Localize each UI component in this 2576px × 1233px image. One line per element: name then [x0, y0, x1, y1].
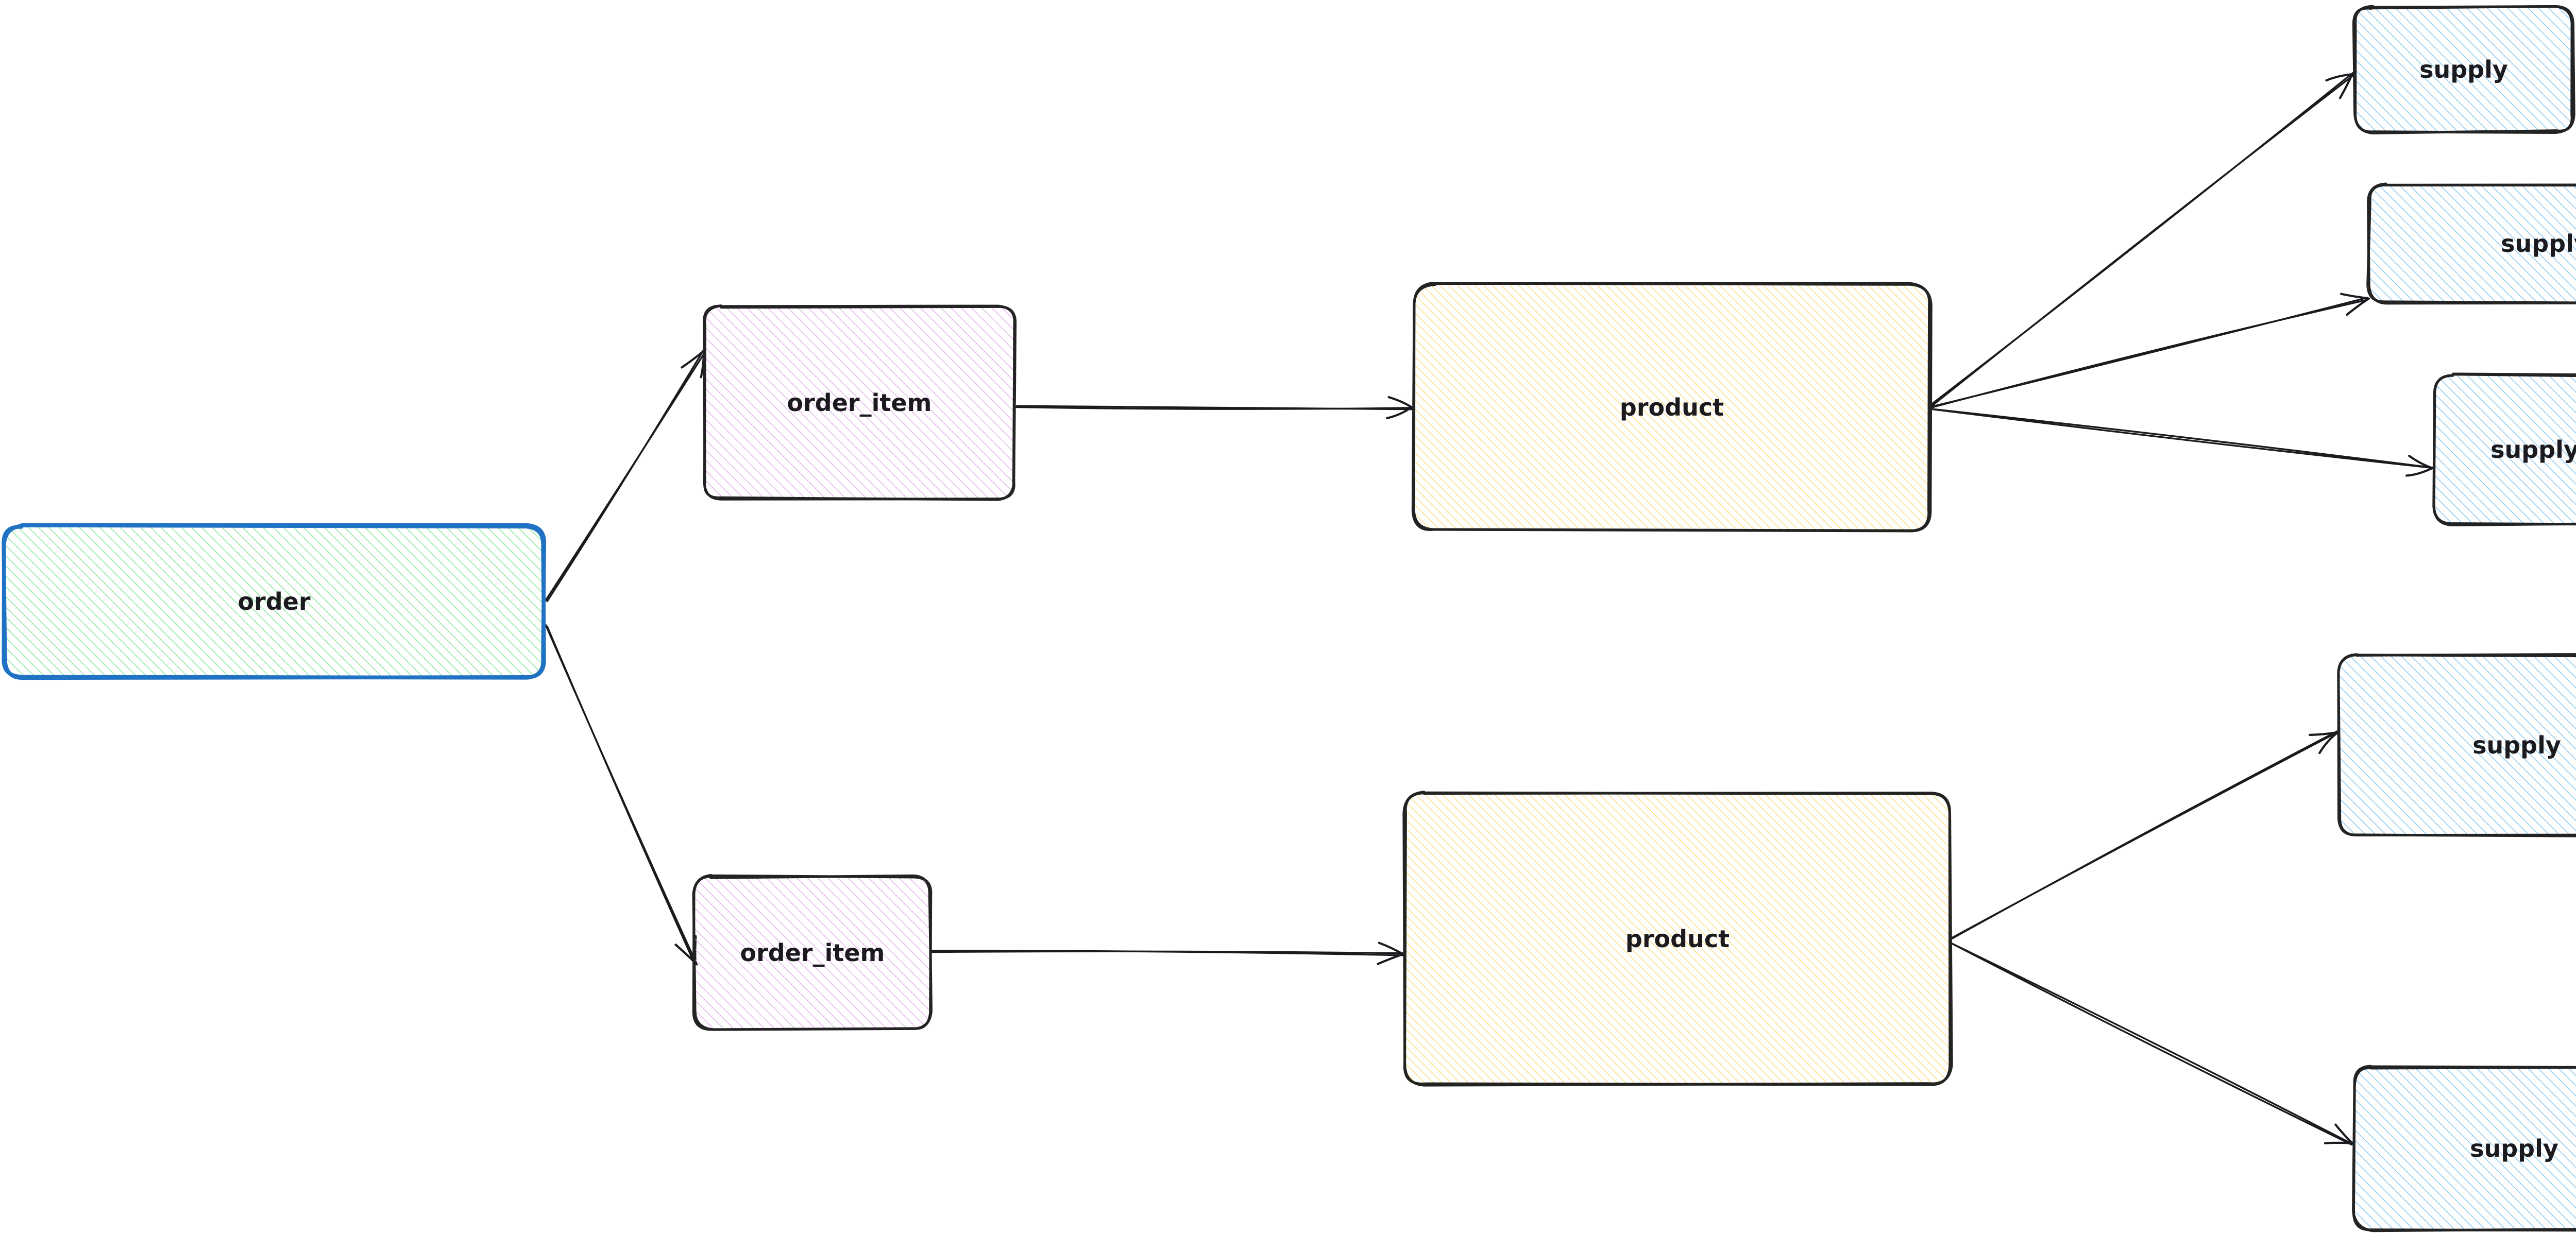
edge-order_item_1-to-product_1: [1015, 396, 1414, 419]
node-fill: [4, 525, 545, 676]
node-border: [2337, 653, 2576, 837]
edge-order-to-order_item_1: [545, 349, 706, 603]
node-fill: [2368, 184, 2576, 303]
node-border: [2367, 182, 2576, 305]
node-label-order_item_2: order_item: [740, 939, 885, 967]
node-order[interactable]: order: [2, 523, 546, 680]
node-fill: [1413, 283, 1930, 532]
node-supply_4[interactable]: supply: [2337, 653, 2576, 837]
node-supply_3[interactable]: supply: [2432, 372, 2576, 526]
node-fill: [695, 876, 931, 1030]
edge-order_item_2-to-product_2: [929, 941, 1405, 965]
node-fill: [2338, 654, 2576, 836]
node-product_1[interactable]: product: [1411, 282, 1933, 533]
node-border: [692, 874, 933, 1031]
node-border: [2432, 372, 2576, 526]
node-fill: [2353, 7, 2573, 133]
edge-product_1-to-supply_3: [1928, 408, 2434, 477]
edge-order-to-order_item_2: [545, 624, 698, 966]
edge-product_1-to-supply_2: [1928, 293, 2370, 409]
node-label-supply_4: supply: [2472, 731, 2561, 759]
node-label-order: order: [238, 588, 310, 615]
node-border: [2352, 5, 2575, 134]
node-label-product_2: product: [1625, 925, 1730, 953]
node-fill: [703, 306, 1015, 500]
edge-product_1-to-supply_1: [1928, 72, 2354, 409]
node-label-supply_3: supply: [2490, 436, 2576, 464]
node-border: [2352, 1065, 2576, 1232]
node-supply_1[interactable]: supply: [2352, 5, 2575, 134]
node-order_item_1[interactable]: order_item: [703, 304, 1017, 501]
node-label-supply_2: supply: [2501, 230, 2576, 258]
node-supply_2[interactable]: supply: [2366, 182, 2576, 305]
node-border: [703, 304, 1016, 501]
node-fill: [2353, 1066, 2576, 1230]
node-label-supply_1: supply: [2419, 56, 2508, 83]
edge-product_2-to-supply_4: [1949, 730, 2338, 940]
node-order_item_2[interactable]: order_item: [692, 874, 933, 1031]
node-border: [2, 523, 546, 680]
node-fill: [2434, 374, 2576, 524]
node-label-product_1: product: [1620, 393, 1724, 421]
edge-product_2-to-supply_5: [1951, 943, 2354, 1146]
node-fill: [1403, 792, 1952, 1085]
node-product_2[interactable]: product: [1402, 791, 1953, 1087]
node-border: [1411, 282, 1933, 533]
node-label-supply_5: supply: [2470, 1135, 2558, 1162]
edges-layer: [545, 72, 2434, 1146]
node-border: [1402, 791, 1953, 1087]
node-supply_5[interactable]: supply: [2352, 1065, 2576, 1232]
nodes-layer: orderorder_itemorder_itemproductproducts…: [2, 5, 2576, 1232]
node-label-order_item_1: order_item: [787, 389, 932, 417]
